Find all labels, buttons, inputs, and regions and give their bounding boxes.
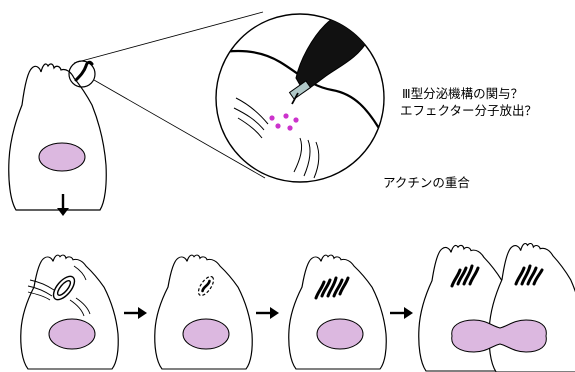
nucleus	[183, 319, 229, 349]
label-secretion: Ⅲ型分泌機構の関与？	[402, 86, 523, 102]
nucleus	[39, 143, 85, 171]
arrow-right-icon	[124, 307, 147, 319]
nucleus	[49, 319, 95, 349]
effector-dot	[287, 125, 292, 130]
cell-stage-3	[289, 255, 386, 369]
arrow-right-icon	[256, 307, 279, 319]
cell-stage-2	[155, 255, 252, 369]
effector-dot	[275, 123, 280, 128]
nucleus	[317, 319, 363, 349]
effector-dot	[269, 115, 274, 120]
zoom-view	[210, 11, 384, 182]
label-actin: アクチンの重合	[383, 175, 470, 191]
effector-dot	[283, 113, 288, 118]
cell-stage-1	[21, 255, 118, 369]
cell-stage-4-right	[489, 243, 575, 372]
label-effector: エフェクター分子放出？	[400, 103, 537, 119]
top-cell	[9, 64, 106, 210]
small-bacterium	[76, 62, 92, 80]
effector-dot	[293, 117, 298, 122]
arrow-right-icon	[390, 307, 413, 319]
